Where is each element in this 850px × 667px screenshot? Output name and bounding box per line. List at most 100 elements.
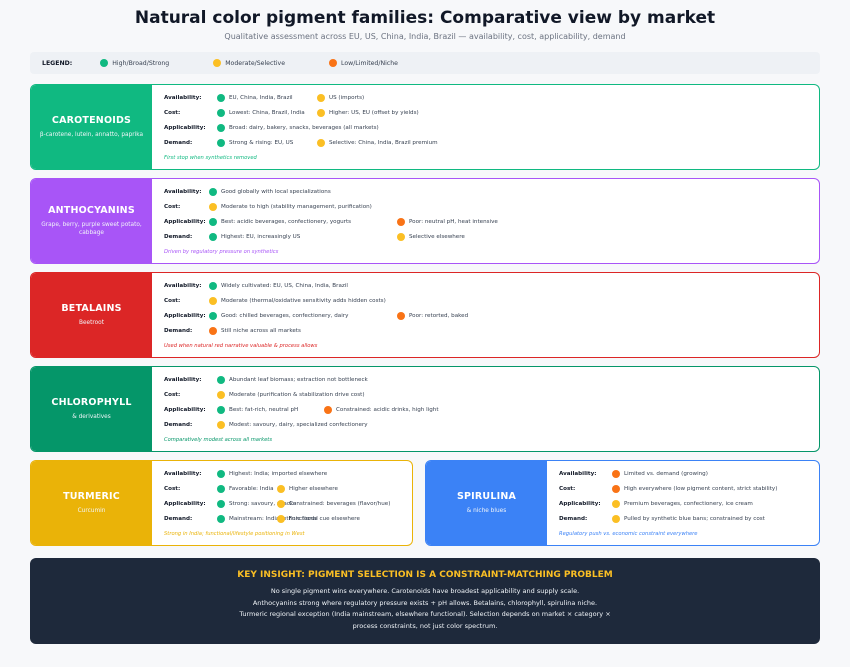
row-label: Cost: [559,486,576,492]
rating-value: Broad: dairy, bakery, snacks, beverages … [217,124,379,132]
row-label: Applicability: [164,501,206,507]
pigment-note: Strong in India; functional/lifestyle po… [164,531,305,537]
rating-text: Broad: dairy, bakery, snacks, beverages … [229,125,379,131]
row-label: Cost: [164,110,181,116]
orange-dot-icon [612,485,620,493]
green-dot-icon [217,406,225,414]
green-dot-icon [209,188,217,196]
rating-text: Best: fat-rich, neutral pH [229,407,299,413]
insight-line: Anthocyanins strong where regulatory pre… [252,598,598,607]
row-cost: Cost:Moderate (purification & stabilizat… [164,391,811,406]
pigment-assessment: Availability:Limited vs. demand (growing… [559,470,811,537]
green-dot-icon [217,515,225,523]
yellow-dot-icon [397,233,405,241]
rating-text: Functional cue elsewhere [289,516,360,522]
pigment-assessment: Availability: Widely cultivated: EU, US, … [164,282,811,349]
rating-text: Abundant leaf biomass; extraction not bo… [229,377,368,383]
green-dot-icon [209,233,217,241]
insight-line: No single pigment wins everywhere. Carot… [270,587,580,595]
rating-value: Poor: retorted, baked [397,312,468,320]
rating-value: Functional cue elsewhere [277,515,360,523]
green-dot-icon [217,376,225,384]
rating-text: Moderate to high (stability management, … [221,204,372,210]
row-demand: Demand: Modest: savoury, dairy, specializ… [164,421,811,436]
rating-text: Moderate (purification & stabilization d… [229,392,365,398]
rating-text: Highest: India; imported elsewhere [229,471,328,477]
green-dot-icon [217,124,225,132]
pigment-assessment: Availability: Good globally with local sp… [164,188,811,255]
rating-value: Good globally with local specializations [209,188,331,196]
rating-value: Abundant leaf biomass; extraction not bo… [217,376,368,384]
rating-value: Premium beverages, confectionery, ice cr… [612,500,753,508]
row-label: Demand: [559,516,588,522]
rating-value: Highest: India; imported elsewhere [217,470,327,478]
row-label: Applicability: [164,407,206,413]
row-availability: Availability:Highest: India; imported el… [164,470,404,485]
yellow-dot-icon [277,500,285,508]
row-label: Demand: [164,422,193,428]
insight-title: KEY INSIGHT: PIGMENT SELECTION IS A CONS… [237,570,613,580]
rating-value: Strong & rising: EU, US [217,139,293,147]
row-demand: Demand: Still niche across all markets [164,327,811,342]
orange-dot-icon [612,470,620,478]
pigment-examples: & niche blues [466,508,507,514]
legend: LEGEND: High/Broad/Strong Moderate/Selec… [30,52,820,74]
rating-value: Mainstream: India, ethnic foods [217,515,317,523]
orange-dot-icon [329,59,338,67]
rating-value: Modest: savoury, dairy, specialized conf… [217,421,368,429]
green-dot-icon [209,282,217,290]
green-dot-icon [217,139,225,147]
rating-value: EU, China, India, Brazil [217,94,293,102]
rating-value: Strong: savoury, snacks [217,500,296,508]
rating-text: Poor: neutral pH, heat intensive [409,219,498,225]
yellow-dot-icon [317,139,325,147]
rating-value: Constrained: acidic drinks, high light [324,406,439,414]
legend-label: High/Broad/Strong [112,59,170,67]
orange-dot-icon [324,406,332,414]
pigment-note: Comparatively modest across all markets [164,437,273,443]
row-label: Availability: [164,189,202,195]
rating-text: Good globally with local specializations [221,189,331,195]
rating-text: High everywhere (low pigment content, st… [624,486,778,492]
legend-item-low: Low/Limited/Niche [329,59,398,67]
rating-text: Widely cultivated: EU, US, China, India,… [221,283,348,289]
green-dot-icon [217,500,225,508]
rating-text: Constrained: acidic drinks, high light [336,407,439,413]
row-availability: Availability:Limited vs. demand (growing… [559,470,811,485]
rating-value: US (imports) [317,94,364,102]
green-dot-icon [209,218,217,226]
yellow-dot-icon [277,485,285,493]
rating-text: Favorable: India [229,486,274,492]
legend-item-moderate: Moderate/Selective [213,59,285,67]
rating-text: Good: chilled beverages, confectionery, … [221,313,349,319]
row-cost: Cost: High everywhere (low pigment conten… [559,485,811,500]
rating-value: Lowest: China, Brazil, India [217,109,305,117]
row-label: Demand: [164,328,193,334]
rating-value: Best: fat-rich, neutral pH [217,406,298,414]
rating-text: Lowest: China, Brazil, India [229,110,305,116]
rating-text: Still niche across all markets [221,328,301,334]
pigment-note: Used when natural red narrative valuable… [164,343,318,349]
rating-value: Highest: EU, increasingly US [209,233,300,241]
rating-value: Selective: China, India, Brazil premium [317,139,438,147]
row-label: Availability: [164,283,202,289]
rating-value: Widely cultivated: EU, US, China, India,… [209,282,348,290]
rating-value: Favorable: India [217,485,274,493]
pigment-examples: β-carotene, lutein, annatto, paprika [39,132,144,138]
rating-value: Moderate (purification & stabilization d… [217,391,365,399]
pigment-examples: & derivatives [72,414,111,420]
row-cost: Cost:Moderate to high (stability managem… [164,203,811,218]
rating-value: Still niche across all markets [209,327,301,335]
rating-value: Pulled by synthetic blue bans; constrain… [612,515,765,523]
insight-line: process constraints, not just color spec… [352,621,498,630]
insight-text: No single pigment wins everywhere. Carot… [30,586,820,632]
rating-text: Moderate (thermal/oxidative sensitivity … [221,298,386,304]
